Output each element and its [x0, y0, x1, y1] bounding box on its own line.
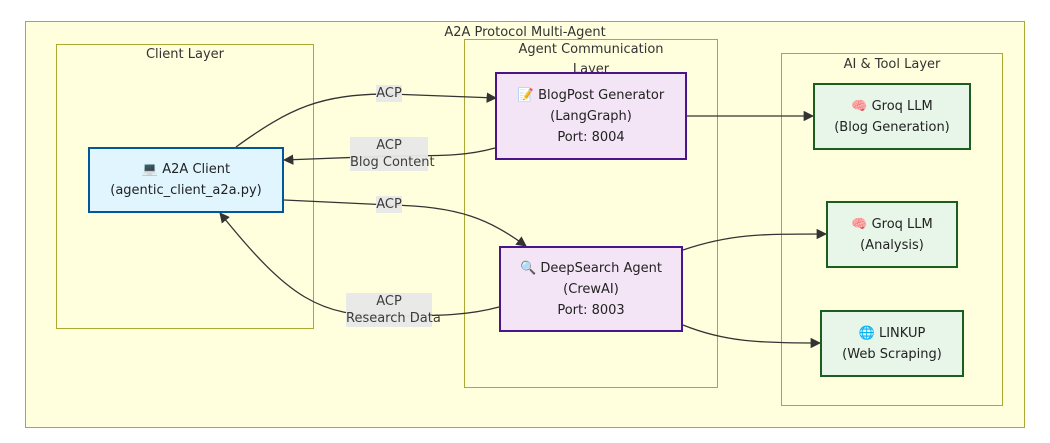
- node-sub: (CrewAI): [563, 281, 619, 297]
- memo-icon: 📝: [517, 87, 534, 103]
- node-sub: (Blog Generation): [834, 119, 950, 135]
- edge-client-to-deep: [283, 199, 527, 247]
- edge-label-client-to-deep: ACP: [376, 196, 402, 213]
- edge-label-deep-to-client: ACP Research Data: [346, 293, 441, 327]
- edge-label-client-to-blog: ACP: [376, 85, 402, 102]
- linkup-node[interactable]: 🌐 LINKUP (Web Scraping): [820, 310, 964, 377]
- edge-deep-to-groq2: [682, 228, 828, 251]
- node-sub: (Analysis): [860, 237, 924, 253]
- brain-icon: 🧠: [851, 98, 868, 114]
- globe-icon: 🌐: [858, 325, 875, 341]
- edge-label-text: ACP: [376, 86, 402, 101]
- node-label: BlogPost Generator: [538, 87, 665, 103]
- edge-label-text: ACP: [376, 138, 402, 153]
- blogpost-generator-node[interactable]: 📝 BlogPost Generator (LangGraph) Port: 8…: [495, 72, 687, 160]
- groq-llm-analysis-node[interactable]: 🧠 Groq LLM (Analysis): [826, 201, 958, 268]
- node-port: Port: 8004: [557, 129, 625, 145]
- magnifier-icon: 🔍: [520, 260, 537, 276]
- edge-label-text-2: Blog Content: [350, 155, 435, 170]
- edge-label-text: ACP: [376, 294, 402, 309]
- node-label: LINKUP: [878, 325, 926, 341]
- groq-llm-blog-node[interactable]: 🧠 Groq LLM (Blog Generation): [813, 83, 971, 150]
- node-port: Port: 8003: [557, 302, 625, 318]
- a2a-client-node[interactable]: 💻 A2A Client (agentic_client_a2a.py): [88, 147, 284, 213]
- node-label: A2A Client: [162, 162, 231, 177]
- node-sub: (agentic_client_a2a.py): [110, 183, 262, 198]
- edge-label-text-2: Research Data: [346, 311, 441, 326]
- node-label: Groq LLM: [871, 98, 933, 114]
- laptop-icon: 💻: [141, 162, 159, 177]
- agent-layer-title-line1: Agent Communication: [518, 42, 664, 57]
- client-layer-title: Client Layer: [145, 47, 224, 62]
- deepsearch-agent-node[interactable]: 🔍 DeepSearch Agent (CrewAI) Port: 8003: [499, 246, 683, 332]
- node-label: DeepSearch Agent: [540, 260, 662, 276]
- edge-deep-to-linkup: [682, 324, 822, 349]
- brain-icon: 🧠: [851, 216, 868, 232]
- node-sub: (LangGraph): [550, 108, 632, 124]
- diagram-title: A2A Protocol Multi-Agent: [444, 25, 606, 40]
- edge-label-blog-to-client: ACP Blog Content: [350, 137, 435, 171]
- node-sub: (Web Scraping): [842, 346, 942, 362]
- ai-layer-title: AI & Tool Layer: [843, 57, 941, 72]
- edge-label-text: ACP: [376, 197, 402, 212]
- node-label: Groq LLM: [871, 216, 933, 232]
